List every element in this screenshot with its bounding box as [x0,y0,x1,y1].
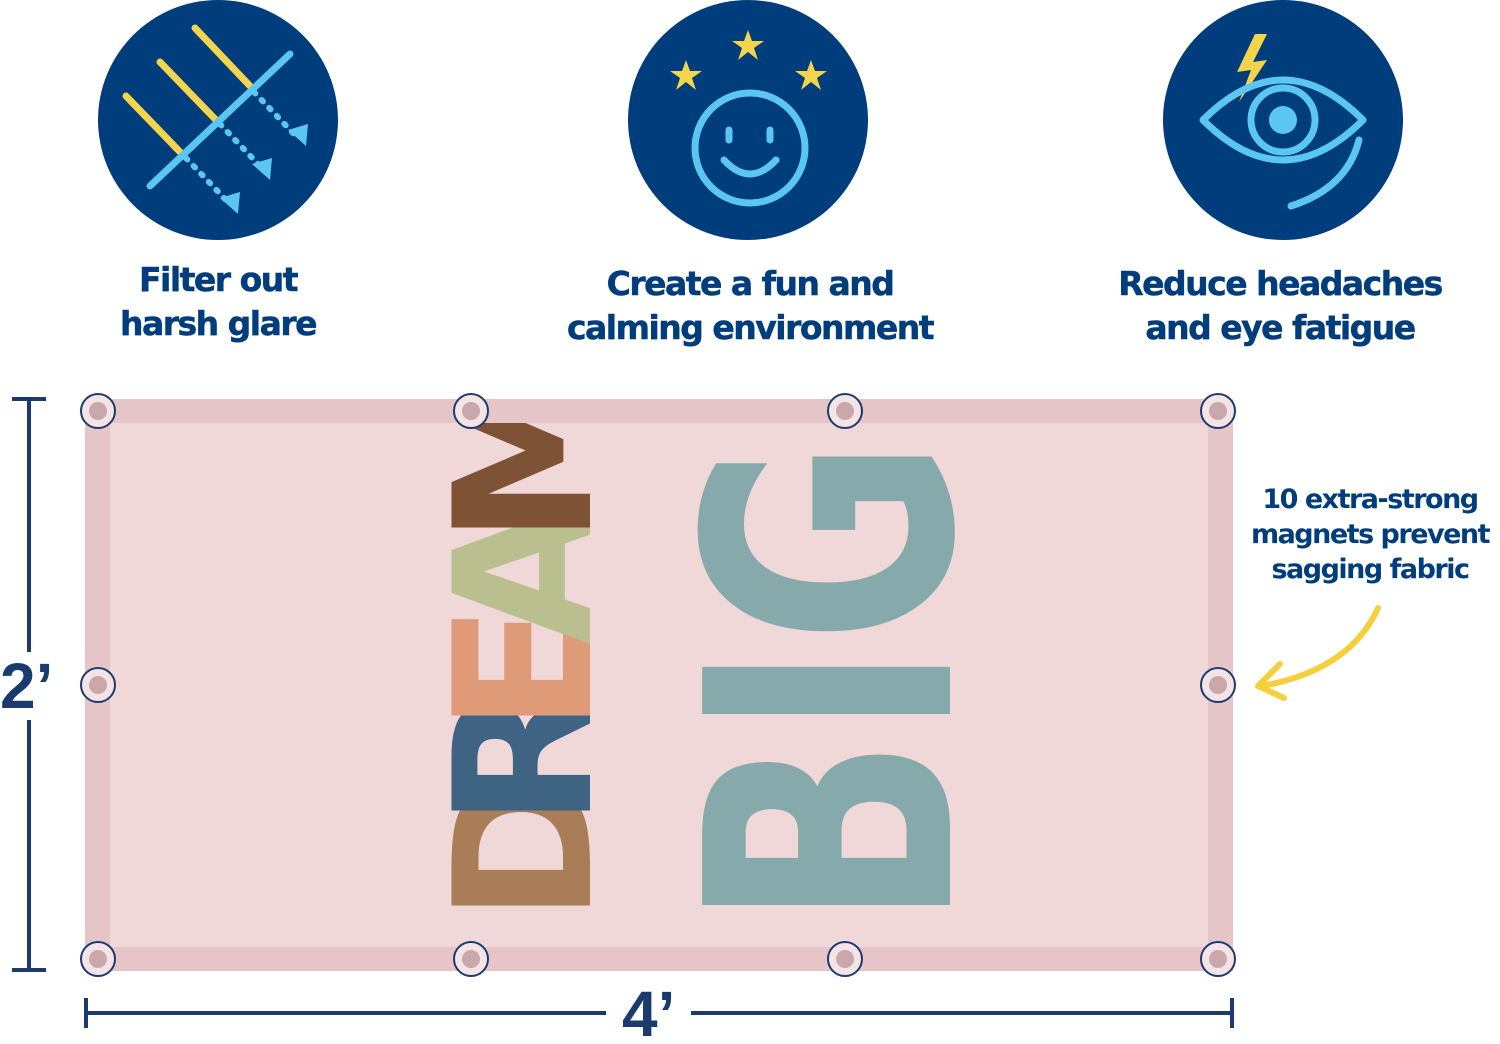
glare-filter-icon [98,0,338,240]
magnet [827,393,863,429]
magnet [827,941,863,977]
dream-letter: A [414,498,635,645]
magnet [453,941,489,977]
magnet [1200,667,1236,703]
magnet [80,393,116,429]
benefit-caption: Create a fun and calming environment [566,264,935,348]
arrow-icon [1255,605,1381,701]
magnet [453,393,489,429]
magnet [1200,393,1236,429]
magnet [80,941,116,977]
big-word: BIG [635,438,1031,928]
width-label: 4’ [606,982,692,1044]
height-label: 2’ [0,650,54,722]
big-text: BIG [635,438,1031,928]
dream-letter: R [414,682,635,828]
magnets-note: 10 extra-strong magnets prevent sagging … [1250,484,1491,585]
magnet [1200,941,1236,977]
benefit-caption: Filter out harsh glare [119,260,318,344]
dream-letter: E [414,603,635,733]
height-dimension-cap-top [12,397,46,401]
benefit-caption: Reduce headaches and eye fatigue [1118,264,1443,348]
dream-letter: D [414,765,635,923]
eye-lightning-icon [1163,0,1403,240]
smiley-stars-icon [628,0,868,240]
magnet [80,667,116,703]
width-dimension-cap-right [1230,998,1234,1028]
width-dimension-cap-left [84,998,88,1028]
height-dimension-cap-bottom [12,968,46,972]
dream-letter: M [414,423,635,545]
